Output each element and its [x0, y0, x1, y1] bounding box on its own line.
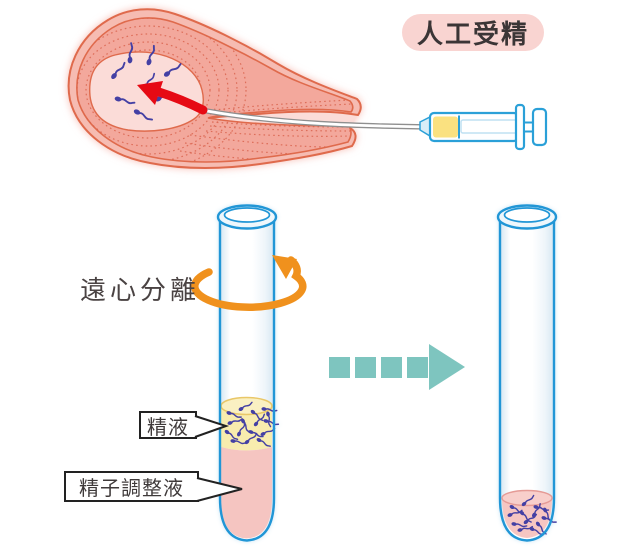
title-badge: 人工受精 [402, 14, 544, 51]
sediment-layer [501, 489, 558, 538]
uterus-illustration [67, 8, 362, 169]
prep-solution-callout: 精子調整液 [64, 471, 199, 502]
semen-callout-label: 精液 [147, 416, 189, 439]
title-badge-label: 人工受精 [416, 19, 529, 49]
prep-solution-callout-label: 精子調整液 [79, 478, 184, 500]
catheter [204, 108, 433, 130]
left-test-tube [216, 204, 280, 542]
semen-callout-pointer [194, 415, 230, 438]
process-arrow-icon [329, 344, 465, 390]
centrifuge-label: 遠心分離 [80, 275, 201, 305]
right-tube-glass [501, 222, 553, 540]
prep-solution-callout-pointer [196, 477, 243, 502]
rotation-arrow-icon [191, 255, 307, 311]
syringe-icon [419, 103, 548, 151]
prep-liquid-layer [221, 447, 272, 539]
injection-arrow-icon [137, 81, 208, 115]
right-test-tube [496, 204, 558, 542]
semen-callout: 精液 [139, 411, 197, 439]
